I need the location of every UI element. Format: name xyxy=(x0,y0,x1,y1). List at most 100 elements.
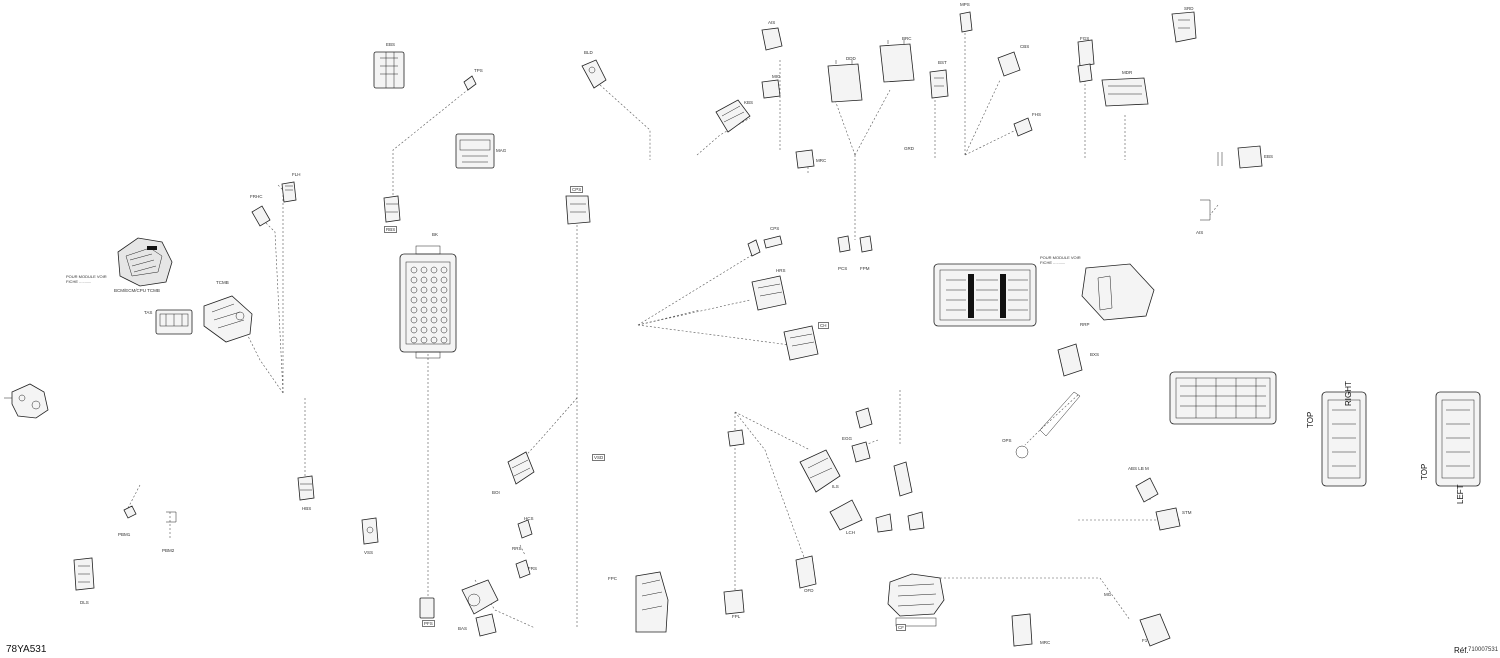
fuse-box-main xyxy=(399,245,457,359)
label-grd: GRD xyxy=(904,146,914,151)
right-middle-parts xyxy=(1015,343,1083,459)
label-bld: BLD xyxy=(584,50,593,55)
label-cbs: CBS xyxy=(1020,44,1030,49)
boi-connector xyxy=(507,451,535,485)
label-lch: LCH xyxy=(846,530,856,535)
fuse-box-far-right xyxy=(1169,371,1277,425)
label-hrs: HRS xyxy=(776,268,786,273)
label-ebs: EBS xyxy=(386,42,396,47)
label-vsd: VSD xyxy=(592,454,606,461)
label-frhc: FRHC xyxy=(250,194,263,199)
fuse-box-main-cells xyxy=(410,266,448,344)
frhc-connector xyxy=(251,205,271,227)
bottom-left-plug xyxy=(419,597,435,619)
relay-block xyxy=(373,51,405,89)
right-module-note: POUR MODULE VOIR FICHE ........... xyxy=(1040,255,1081,265)
label-bxs: BXS xyxy=(1090,352,1100,357)
leader-lines xyxy=(127,30,1219,629)
label-pfs: PFS xyxy=(422,620,435,627)
label-fpm: FPM xyxy=(860,266,870,271)
hbs-connector xyxy=(297,475,315,501)
tcmb-module xyxy=(203,295,253,343)
label-f1: F1 xyxy=(1142,638,1148,643)
label-ofd: OFD xyxy=(804,588,814,593)
orientation-box-2 xyxy=(1435,391,1481,487)
top-connector-cluster xyxy=(715,27,783,133)
label-ais: AIS xyxy=(768,20,776,25)
label-rrs: RRS xyxy=(512,546,522,551)
label-mig: MIG xyxy=(772,74,781,79)
label-frs: FRS xyxy=(528,566,537,571)
label-mg: MG xyxy=(1104,592,1112,597)
left-module-note: POUR MODULE VOIR FICHE ........... xyxy=(66,274,107,284)
label-bst: BST xyxy=(938,60,947,65)
label-mps: MPS xyxy=(960,2,970,7)
label-cps2: CPS xyxy=(770,226,780,231)
label-brc: BRC xyxy=(902,36,912,41)
label-dls: DLS xyxy=(80,600,89,605)
label-vss: VSS xyxy=(364,550,374,555)
bottom-right-parts xyxy=(1011,477,1181,647)
wire-plug-pair xyxy=(837,235,873,253)
upper-right-parts xyxy=(929,11,1263,221)
figure-code: 78YA531 xyxy=(6,644,47,655)
orientation-right: RIGHT xyxy=(1344,381,1353,406)
left-edge-connector xyxy=(4,383,49,419)
label-fpc: FPC xyxy=(608,576,617,581)
figure-ref-number: 710007531 xyxy=(1468,647,1499,653)
label-hcs: HCS xyxy=(524,516,534,521)
orientation-top-1: TOP xyxy=(1306,411,1315,428)
label-tcmb: TCMB xyxy=(216,280,229,285)
relay-pair-top xyxy=(827,40,915,103)
tall-bracket xyxy=(635,571,669,633)
tas-connector xyxy=(155,309,193,335)
inline-connector-left xyxy=(383,195,401,223)
label-hbs: HBS xyxy=(302,506,312,511)
label-ais2: AIS xyxy=(1196,230,1204,235)
label-tps: TPS xyxy=(474,68,483,73)
label-ils: ILS xyxy=(832,484,839,489)
label-flh: FLH xyxy=(292,172,301,177)
flh-connector xyxy=(281,181,297,203)
label-mdr: MDR xyxy=(1122,70,1133,75)
label-ops: OPS xyxy=(1002,438,1012,443)
figure-ref-label: Réf. xyxy=(1454,646,1469,655)
ecm-module xyxy=(117,237,173,287)
bas-connector xyxy=(461,579,499,637)
label-bk: BK xyxy=(432,232,439,237)
fuse-box-right xyxy=(933,263,1037,327)
bottom-center-block xyxy=(887,573,945,627)
label-boi: BOI xyxy=(492,490,500,495)
orientation-left: LEFT xyxy=(1456,484,1465,504)
label-ch: CH xyxy=(818,322,829,329)
center-connector-cluster xyxy=(747,235,819,361)
mid-right-sensor xyxy=(1081,263,1155,321)
label-ddd: DDD xyxy=(846,56,856,61)
label-fgs: FGS xyxy=(1080,36,1090,41)
label-rrp: RRP xyxy=(1080,322,1090,327)
label-egg: EGG xyxy=(842,436,853,441)
label-tas: TAS xyxy=(144,310,153,315)
small-connector-pair xyxy=(515,519,533,579)
top-center-sensor xyxy=(581,59,607,89)
label-cps: CPS xyxy=(570,186,584,193)
label-mrc2: MRC xyxy=(1040,640,1051,645)
label-mag: MAG xyxy=(496,148,507,153)
orientation-box-1 xyxy=(1321,391,1367,487)
label-ebs2: EBS xyxy=(1264,154,1274,159)
label-mrc: MRC xyxy=(816,158,827,163)
label-fpl: FPL xyxy=(732,614,741,619)
label-rbs: RBS xyxy=(384,226,398,233)
label-srd: SRD xyxy=(1184,6,1194,11)
label-bas: BAS xyxy=(458,626,468,631)
center-line-connector xyxy=(565,195,591,225)
label-pcs: PCS xyxy=(838,266,848,271)
label-stm: STM xyxy=(1182,510,1192,515)
vss-connector xyxy=(361,517,379,545)
dls-connector xyxy=(73,557,95,591)
orientation-top-2: TOP xyxy=(1420,463,1429,480)
label-pbm2: PBM2 xyxy=(162,548,175,553)
label-fhs: FHS xyxy=(1032,112,1041,117)
label-kbs: KBS xyxy=(744,100,754,105)
